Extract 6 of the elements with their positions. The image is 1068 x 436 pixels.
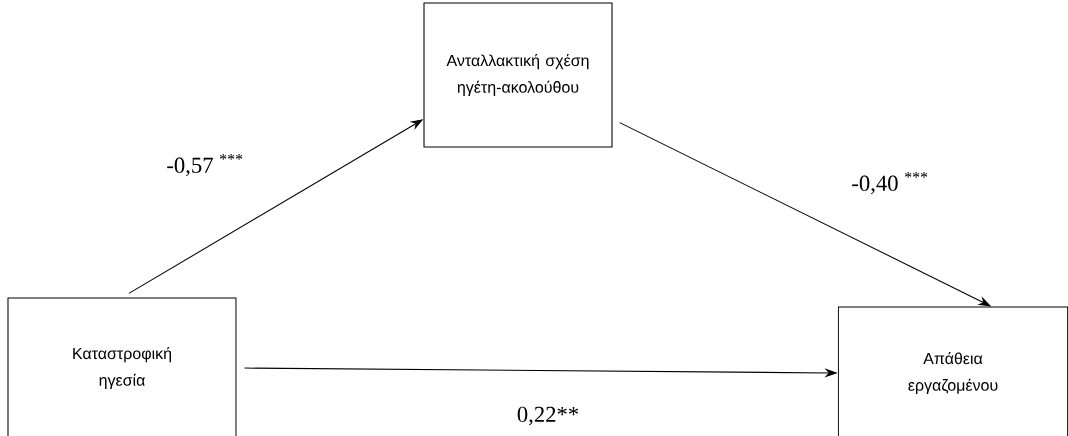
edge-label: 0,22** xyxy=(517,406,579,426)
process-box: Απάθεια εργαζομένου xyxy=(837,306,1068,436)
edge-label: -0,57 $^{***}$ xyxy=(167,153,243,177)
edge-label: -0,40 $^{***}$ xyxy=(852,171,928,195)
process-box: Καταστροφική ηγεσία xyxy=(7,297,237,436)
process-box: Ανταλλακτική σχέση ηγέτη-ακολούθου xyxy=(423,2,613,148)
